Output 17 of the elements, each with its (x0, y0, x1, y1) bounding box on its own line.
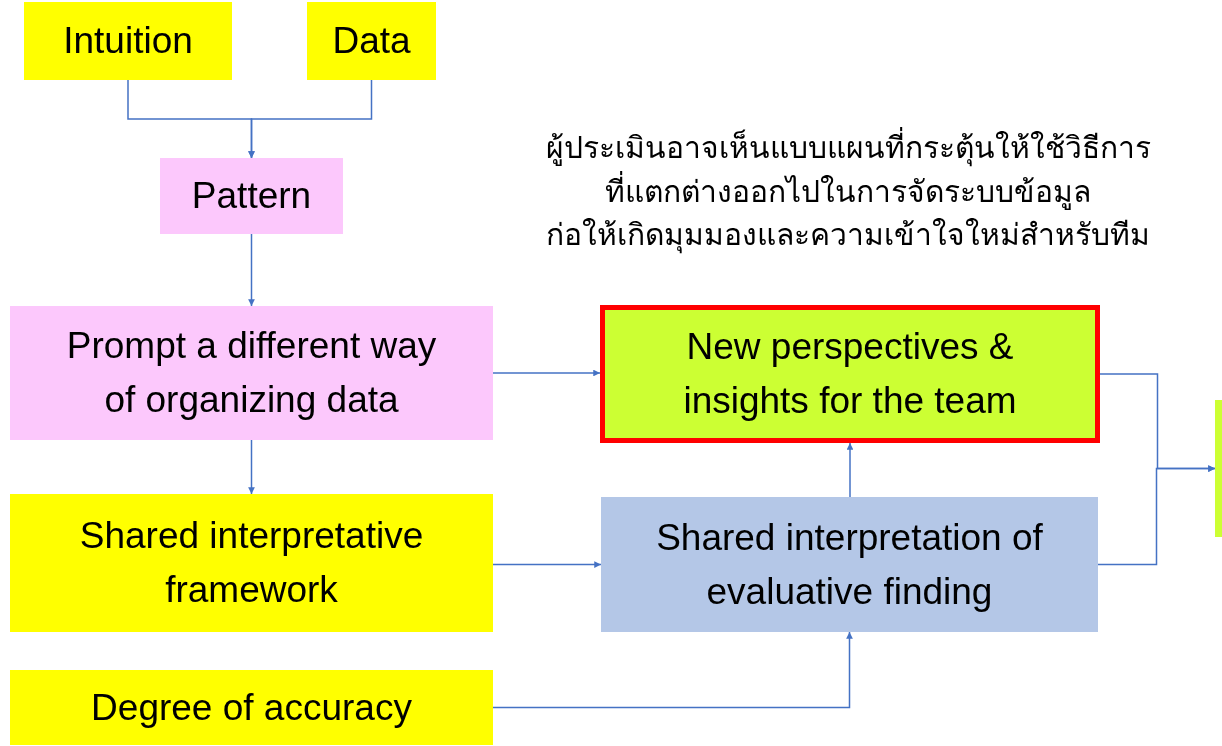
arrow (492, 369, 601, 377)
process-box: Degree of accuracy (10, 670, 493, 745)
arrow (492, 561, 602, 568)
highlighted-box: New perspectives & insights for the team (600, 305, 1100, 443)
arrow (846, 442, 854, 498)
process-box: Shared interpretative framework (10, 494, 493, 632)
note-text: ผู้ประเมินอาจเห็นแบบแผนที่กระตุ้นให้ใช้วิธีการ ที่แตกต่างออกไปในการจัดระบบข้อมูล ก่อให้เกิดมุมมองและความเข้าใจใหม่สำหรับทีม (478, 126, 1218, 257)
arrow (1097, 465, 1216, 566)
process-box: Data (307, 2, 436, 80)
arrow (248, 439, 255, 495)
arrow (492, 631, 853, 709)
process-box: Shared interpretation of evaluative finding (601, 497, 1098, 632)
process-box: Prompt a different way of organizing data (10, 306, 493, 440)
arrow (248, 79, 373, 159)
process-box: Intuition (24, 2, 232, 80)
process-box: Pattern (160, 158, 343, 234)
arrow (248, 233, 255, 307)
